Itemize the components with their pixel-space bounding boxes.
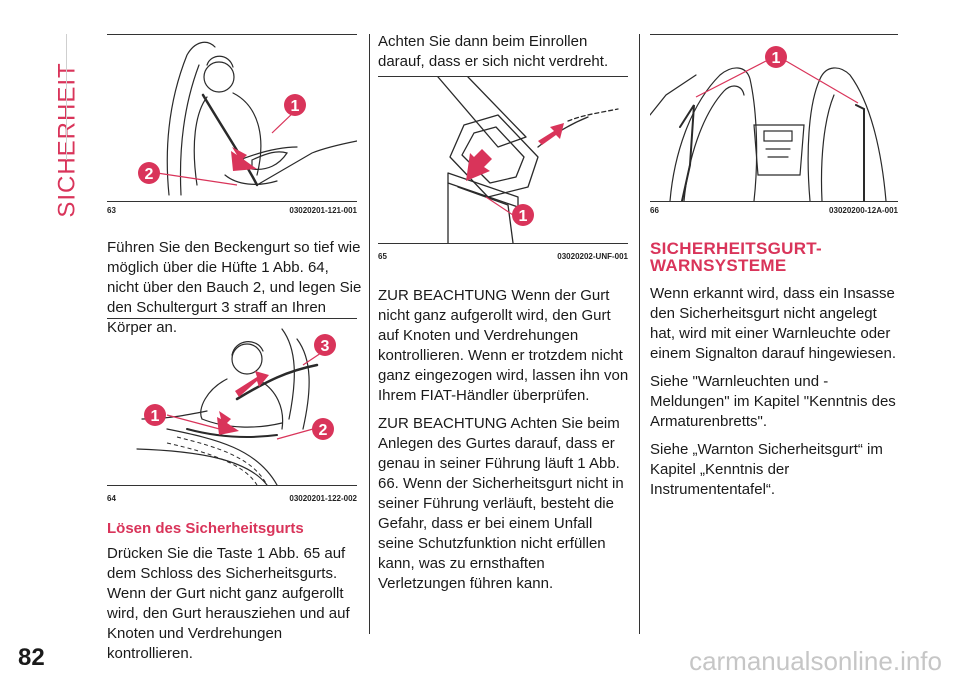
paragraph: Siehe „Warnton Sicherheitsgurt“ im Kapit… xyxy=(650,441,883,498)
body-text: Wenn erkannt wird, dass ein Insasse den … xyxy=(650,284,900,508)
body-text: ZUR BEACHTUNG Wenn der Gurt nicht ganz a… xyxy=(378,286,630,602)
seat-back-outline xyxy=(166,41,216,196)
direction-arrow xyxy=(231,147,257,171)
paragraph: ZUR BEACHTUNG Wenn der Gurt nicht ganz a… xyxy=(378,287,629,404)
figure-number: 66 xyxy=(650,206,659,215)
direction-arrow xyxy=(235,371,269,397)
figure-number: 64 xyxy=(107,494,116,503)
callout-label: 3 xyxy=(321,338,330,355)
column-divider xyxy=(369,34,370,634)
figure-code: 03020202-UNF-001 xyxy=(557,252,628,261)
figure-caption: 65 03020202-UNF-001 xyxy=(378,252,628,264)
callout-label: 1 xyxy=(151,408,160,425)
callout-marker xyxy=(312,418,334,440)
callout-marker xyxy=(314,334,336,356)
callout-label: 1 xyxy=(519,208,528,225)
callout-label: 2 xyxy=(145,166,154,183)
interior-trim xyxy=(650,74,697,116)
torso-outline xyxy=(200,378,228,420)
callout-label: 2 xyxy=(319,422,328,439)
figure-64-illustration: 3 1 2 xyxy=(136,328,336,485)
callout-marker xyxy=(284,94,306,116)
buckle-body xyxy=(447,172,519,208)
figure-caption: 63 03020201-121-001 xyxy=(107,206,357,218)
console-display xyxy=(763,130,793,142)
center-console xyxy=(753,124,805,176)
figure-number: 63 xyxy=(107,206,116,215)
seat-edge xyxy=(256,140,357,186)
arm-outline xyxy=(201,418,283,428)
section-heading-line: WARNSYSTEME xyxy=(650,256,787,275)
seat-belt-right xyxy=(855,104,865,201)
figure-65-illustration: 1 xyxy=(437,77,619,243)
figure-code: 03020200-12A-001 xyxy=(829,206,898,215)
paragraph: Wenn erkannt wird, dass ein Insasse den … xyxy=(650,285,896,362)
seat-back-outline xyxy=(281,328,295,420)
torso-outline xyxy=(193,96,208,186)
figure-number: 65 xyxy=(378,252,387,261)
belt-strap xyxy=(437,77,527,148)
subheading: Lösen des Sicherheitsgurts xyxy=(107,520,304,537)
callout-label: 1 xyxy=(291,98,300,115)
column-divider xyxy=(639,34,640,634)
body-text: Führen Sie den Beckengurt so tief wie mö… xyxy=(107,238,362,346)
figure-66: 1 xyxy=(650,34,898,202)
direction-arrow xyxy=(466,149,492,181)
paragraph: Führen Sie den Beckengurt so tief wie mö… xyxy=(107,239,362,336)
head-outline xyxy=(231,343,263,375)
head-outline xyxy=(203,61,235,93)
shoulder-belt xyxy=(235,363,319,401)
seat-back-left xyxy=(669,67,758,201)
section-heading-line: SICHERHEITSGURT- xyxy=(650,239,822,258)
callout-marker xyxy=(765,46,787,68)
buckle-tongue xyxy=(449,114,539,198)
figure-63-illustration: 1 2 xyxy=(138,41,357,196)
figure-63: 1 2 xyxy=(107,34,357,202)
paragraph: Drücken Sie die Taste 1 Abb. 65 auf dem … xyxy=(107,545,350,662)
figure-66-illustration: 1 xyxy=(650,46,887,201)
buckle-hand xyxy=(251,151,288,170)
figure-code: 03020201-122-002 xyxy=(289,494,357,503)
callout-label: 1 xyxy=(772,50,781,67)
page-number: 82 xyxy=(18,644,45,671)
direction-arrow xyxy=(538,123,564,145)
seat-belt-left xyxy=(679,104,695,201)
lap-belt xyxy=(186,428,278,438)
thigh-outline xyxy=(166,428,278,485)
section-heading: SICHERHEITSGURT- WARNSYSTEME xyxy=(650,240,900,274)
section-title: SICHERHEIT xyxy=(54,62,82,218)
shoulder-belt xyxy=(201,93,259,187)
figure-caption: 66 03020200-12A-001 xyxy=(650,206,898,218)
paragraph: Achten Sie dann beim Einrollen darauf, d… xyxy=(378,33,609,70)
direction-arrow xyxy=(217,411,239,435)
body-text: Achten Sie dann beim Einrollen darauf, d… xyxy=(378,32,630,80)
seat-back-right xyxy=(807,67,887,201)
figure-64: 3 1 2 xyxy=(107,318,357,486)
body-text: Drücken Sie die Taste 1 Abb. 65 auf dem … xyxy=(107,544,362,672)
watermark: carmanualsonline.info xyxy=(689,646,942,676)
figure-caption: 64 03020201-122-002 xyxy=(107,494,357,506)
section-divider xyxy=(66,34,67,160)
callout-marker xyxy=(512,204,534,226)
callout-marker xyxy=(144,404,166,426)
lap-belt xyxy=(224,174,278,185)
figure-65: 1 xyxy=(378,76,628,244)
paragraph: Siehe "Warnleuchten und -Meldungen" im K… xyxy=(650,373,896,430)
callout-marker xyxy=(138,162,160,184)
figure-code: 03020201-121-001 xyxy=(289,206,357,215)
paragraph: ZUR BEACHTUNG Achten Sie beim Anlegen de… xyxy=(378,415,624,592)
